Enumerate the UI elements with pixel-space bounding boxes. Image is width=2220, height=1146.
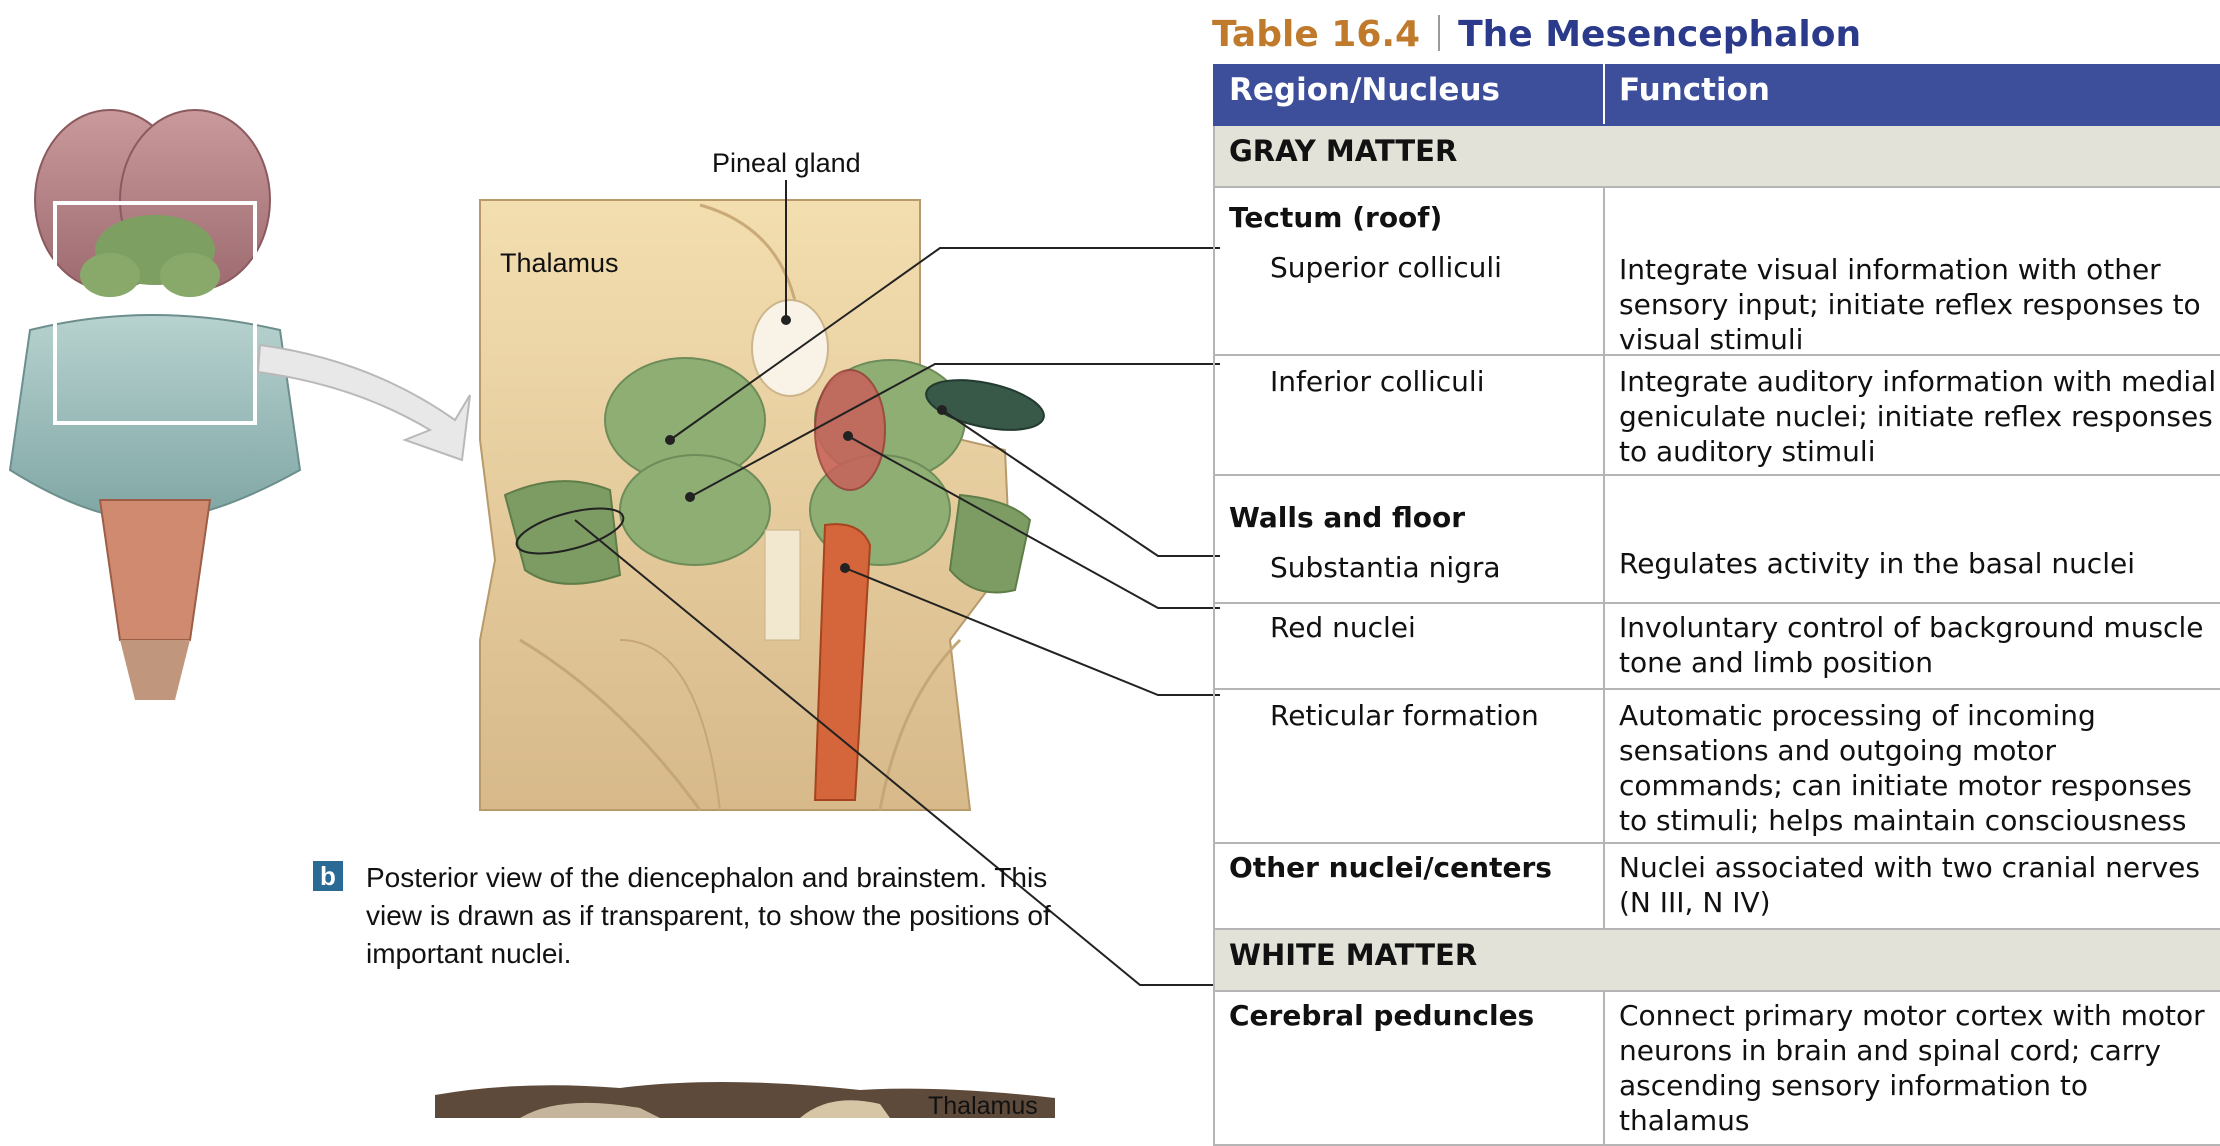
cell-other-nuclei: Other nuclei/centers: [1229, 851, 1552, 884]
posterior-view: [479, 199, 1045, 811]
illustration-area: Pineal gland Thalamus Thalamus b Posteri…: [8, 109, 1220, 1120]
section-gray-matter: GRAY MATTER: [1213, 124, 2220, 188]
header-region: Region/Nucleus: [1213, 64, 1605, 126]
cell-inferior-colliculi-fn: Integrate auditory information with medi…: [1619, 365, 2217, 468]
thalamus-label: Thalamus: [500, 248, 619, 278]
row-walls-floor: Walls and floor Substantia nigra Regulat…: [1213, 474, 2220, 604]
overview-selection-box: [53, 201, 257, 425]
cell-other-nuclei-fn: Nuclei associated with two cranial nerve…: [1619, 851, 2200, 919]
table-number: Table 16.4: [1212, 14, 1421, 55]
cell-superior-colliculi-fn: Integrate visual information with other …: [1619, 253, 2201, 356]
thalamus-bottom-label: Thalamus: [928, 1092, 1038, 1120]
cell-superior-colliculi: Superior colliculi: [1270, 251, 1502, 284]
header-function: Function: [1603, 64, 2220, 126]
table-name: The Mesencephalon: [1458, 14, 1862, 55]
row-other-nuclei: Other nuclei/centers Nuclei associated w…: [1213, 842, 2220, 930]
pineal-gland-label: Pineal gland: [712, 148, 861, 178]
cell-reticular-formation-fn: Automatic processing of incoming sensati…: [1619, 699, 2192, 837]
row-reticular-formation: Reticular formation Automatic processing…: [1213, 688, 2220, 844]
title-separator: [1438, 15, 1441, 51]
cell-substantia-nigra-fn: Regulates activity in the basal nuclei: [1619, 547, 2135, 580]
row-tectum: Tectum (roof) Superior colliculi Integra…: [1213, 186, 2220, 356]
row-cerebral-peduncles: Cerebral peduncles Connect primary motor…: [1213, 990, 2220, 1146]
cell-red-nuclei-fn: Involuntary control of background muscle…: [1619, 611, 2204, 679]
overview-brain: [8, 109, 302, 700]
cell-cerebral-peduncles-fn: Connect primary motor cortex with motor …: [1619, 999, 2205, 1137]
brainstem-illustration: [8, 109, 1220, 1118]
cell-reticular-formation: Reticular formation: [1270, 699, 1539, 732]
cell-red-nuclei: Red nuclei: [1270, 611, 1416, 644]
cell-tectum: Tectum (roof): [1229, 201, 1443, 234]
pointer-arrow-icon: [256, 343, 471, 462]
cell-inferior-colliculi: Inferior colliculi: [1270, 365, 1485, 398]
cell-walls-floor: Walls and floor: [1229, 501, 1466, 534]
row-red-nuclei: Red nuclei Involuntary control of backgr…: [1213, 602, 2220, 690]
table-header-row: Region/Nucleus Function: [1213, 64, 2220, 126]
table-title: Table 16.4 The Mesencephalon: [1212, 14, 1861, 55]
caption-text: Posterior view of the diencephalon and b…: [366, 862, 1051, 969]
cell-cerebral-peduncles: Cerebral peduncles: [1229, 999, 1535, 1032]
row-inferior-colliculi: Inferior colliculi Integrate auditory in…: [1213, 354, 2220, 476]
mesencephalon-table: Region/Nucleus Function GRAY MATTER Tect…: [1213, 64, 2220, 1146]
cell-substantia-nigra: Substantia nigra: [1270, 551, 1501, 584]
caption-badge: b: [313, 861, 343, 891]
section-white-matter: WHITE MATTER: [1213, 928, 2220, 992]
